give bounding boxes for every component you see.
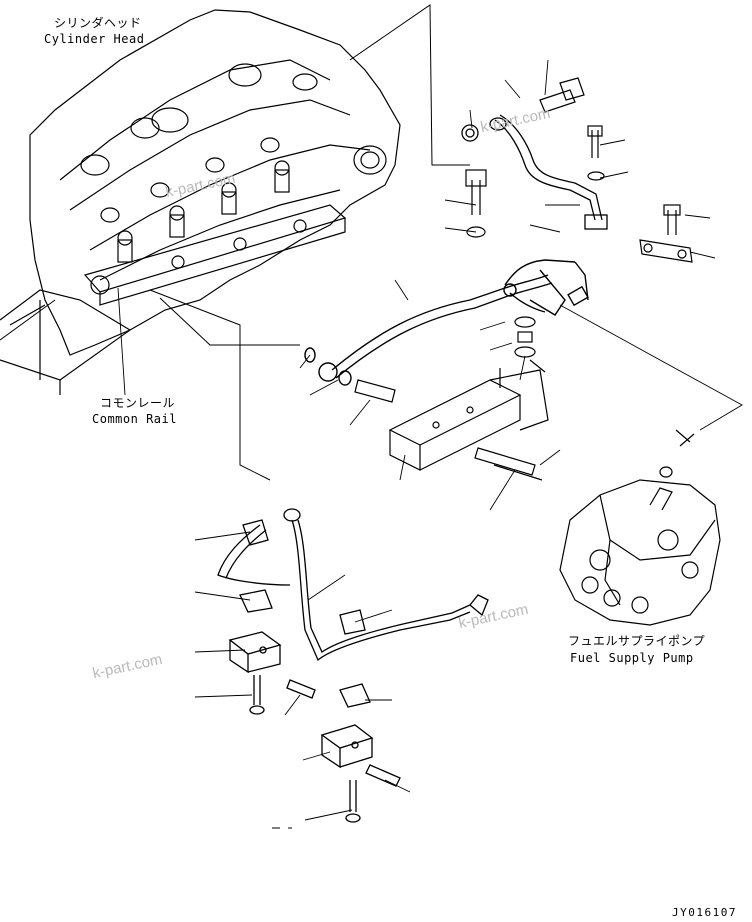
fuel-supply-pump bbox=[559, 429, 721, 626]
cylinder-head-label-jp: シリンダヘッド bbox=[54, 16, 142, 30]
rail-bracket-block bbox=[354, 359, 549, 481]
reference-box-lines bbox=[0, 4, 470, 481]
fuel-pump-label-jp: フュエルサプライポンプ bbox=[568, 634, 706, 648]
bolts-washers bbox=[465, 77, 693, 358]
lower-pipe-assembly bbox=[217, 508, 489, 823]
fuel-pump-label-en: Fuel Supply Pump bbox=[570, 651, 694, 665]
cylinder-head-label-en: Cylinder Head bbox=[44, 32, 145, 46]
leader-lines bbox=[117, 59, 743, 821]
cylinder-head bbox=[29, 9, 401, 356]
figure-code: JY016107 bbox=[672, 906, 737, 919]
high-pressure-pipe bbox=[304, 259, 589, 386]
common-rail bbox=[0, 204, 347, 395]
return-pipe bbox=[461, 114, 608, 230]
common-rail-label-en: Common Rail bbox=[92, 412, 177, 426]
common-rail-label-jp: コモンレール bbox=[100, 396, 176, 410]
